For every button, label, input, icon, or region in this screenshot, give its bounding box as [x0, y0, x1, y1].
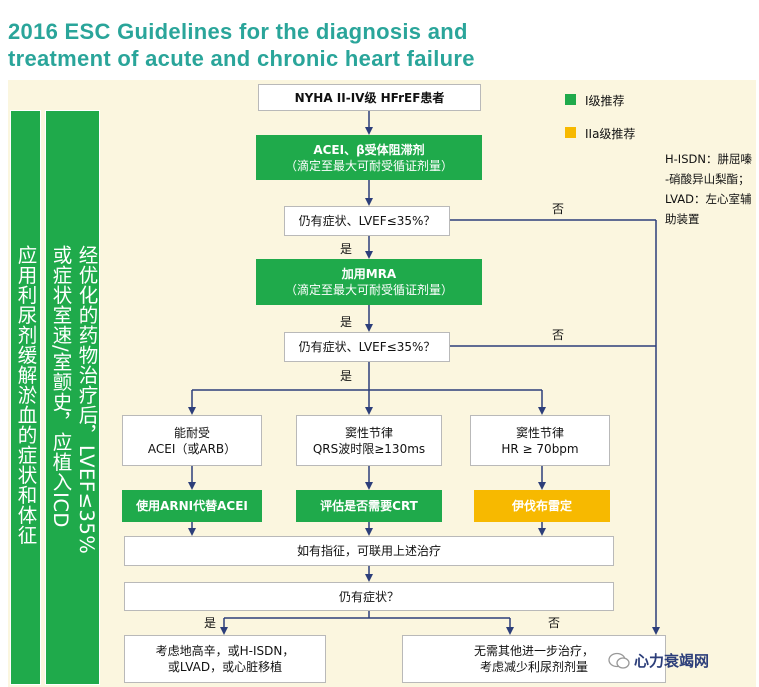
node-sinus-hr: 窦性节律 HR ≥ 70bpm [470, 415, 610, 466]
node-combine-therapy: 如有指征，可联用上述治疗 [124, 536, 614, 566]
node-mra-title: 加用MRA [341, 267, 397, 281]
node-question-2: 仍有症状、LVEF≤35%？ [284, 332, 450, 362]
node-mra-sub: （滴定至最大可耐受循证剂量） [284, 283, 453, 297]
node-question-1: 仍有症状、LVEF≤35%？ [284, 206, 450, 236]
node-sinus-qrs-sub: QRS波时限≥130ms [312, 441, 426, 456]
node-tolerate-acei: 能耐受 ACEI（或ARB） [122, 415, 262, 466]
node-question-1-text: 仍有症状、LVEF≤35%？ [298, 214, 436, 228]
node-no-further-l1: 无需其他进一步治疗， [473, 644, 594, 658]
node-start-text: NYHA II-IV级 HFrEF患者 [294, 90, 445, 105]
node-sinus-hr-sub: HR ≥ 70bpm [501, 441, 579, 456]
node-arni-text: 使用ARNI代替ACEI [136, 499, 248, 513]
legend-class2a-label: IIa级推荐 [585, 127, 636, 141]
node-combine-text: 如有指征，可联用上述治疗 [296, 544, 441, 558]
node-sinus-hr-title: 窦性节律 [515, 425, 564, 440]
legend-class1-swatch [565, 94, 576, 105]
node-question-3-text: 仍有症状？ [338, 589, 399, 604]
label-yes-q3: 是 [204, 616, 217, 630]
label-no-q2: 否 [552, 328, 565, 342]
icd-bar: 经优化的药物治疗后，LVEF≤35% 或症状室速/室颤史，应植入ICD [45, 110, 100, 685]
diuretic-bar-text: 应用利尿剂缓解淤血的症状和体征 [14, 245, 37, 545]
label-yes-q2: 是 [340, 369, 353, 383]
legend-class1-label: I级推荐 [585, 94, 625, 108]
node-tolerate-acei-sub: ACEI（或ARB） [147, 441, 237, 456]
node-start: NYHA II-IV级 HFrEF患者 [258, 84, 481, 111]
abbrev-line-4: 助装置 [665, 212, 700, 226]
icd-bar-text-col2: 或症状室速/室颤史，应植入ICD [49, 245, 72, 528]
watermark-text: 心力衰竭网 [634, 652, 710, 670]
node-sinus-qrs-title: 窦性节律 [344, 425, 393, 440]
label-yes-mra: 是 [340, 315, 353, 329]
icd-bar-text-col1: 经优化的药物治疗后，LVEF≤35% [75, 245, 98, 555]
node-add-mra: 加用MRA （滴定至最大可耐受循证剂量） [256, 259, 482, 305]
node-digoxin: 考虑地高辛，或H-ISDN， 或LVAD，或心脏移植 [124, 635, 326, 683]
abbreviation-note: H-ISDN：肼屈嗪 -硝酸异山梨酯； LVAD：左心室辅 助装置 [665, 149, 757, 229]
page-title: 2016 ESC Guidelines for the diagnosis an… [8, 18, 748, 72]
node-digoxin-l1: 考虑地高辛，或H-ISDN， [155, 644, 295, 658]
wechat-icon [608, 652, 630, 669]
node-sinus-qrs: 窦性节律 QRS波时限≥130ms [296, 415, 442, 466]
label-no-q1: 否 [552, 202, 565, 216]
legend-class2a-swatch [565, 127, 576, 138]
node-crt-text: 评估是否需要CRT [320, 499, 418, 513]
node-acei-sub: （滴定至最大可耐受循证剂量） [284, 158, 453, 173]
abbrev-line-1: H-ISDN：肼屈嗪 [665, 152, 752, 166]
node-tolerate-acei-title: 能耐受 [173, 425, 210, 440]
label-no-q3: 否 [548, 616, 561, 630]
node-question-2-text: 仍有症状、LVEF≤35%？ [298, 340, 436, 354]
node-ivabradine: 伊伐布雷定 [474, 490, 610, 522]
node-arni: 使用ARNI代替ACEI [122, 490, 262, 522]
node-question-3: 仍有症状？ [124, 582, 614, 611]
abbrev-line-3: LVAD：左心室辅 [665, 192, 752, 206]
label-yes-q1: 是 [340, 242, 353, 256]
node-acei-title: ACEI、β受体阻滞剂 [313, 142, 425, 157]
node-no-further-l2: 考虑减少利尿剂剂量 [479, 660, 588, 674]
node-digoxin-l2: 或LVAD，或心脏移植 [167, 660, 283, 674]
watermark: 心力衰竭网 [608, 650, 709, 671]
title-line-2: treatment of acute and chronic heart fai… [8, 46, 475, 71]
node-crt: 评估是否需要CRT [296, 490, 442, 522]
title-line-1: 2016 ESC Guidelines for the diagnosis an… [8, 19, 468, 44]
node-acei-beta-blocker: ACEI、β受体阻滞剂 （滴定至最大可耐受循证剂量） [256, 135, 482, 180]
abbrev-line-2: -硝酸异山梨酯； [665, 172, 750, 186]
node-ivabradine-text: 伊伐布雷定 [511, 499, 572, 513]
diuretic-bar: 应用利尿剂缓解淤血的症状和体征 [10, 110, 41, 685]
